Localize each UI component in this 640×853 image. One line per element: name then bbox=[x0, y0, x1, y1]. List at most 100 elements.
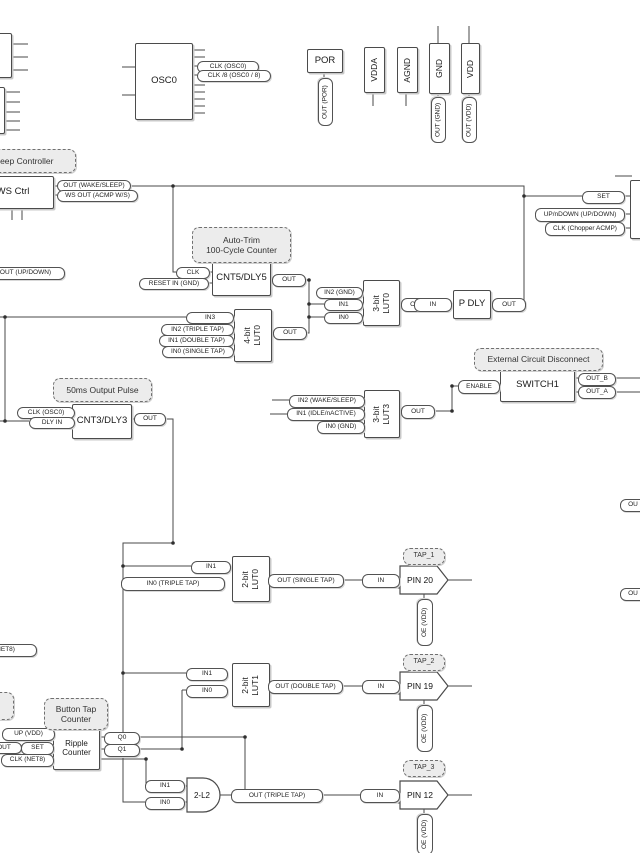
sleep-controller-note[interactable]: Sleep Controller bbox=[0, 149, 76, 173]
cnt3-dly3-block[interactable]: CNT3/DLY3 bbox=[72, 404, 132, 439]
switch1-block[interactable]: SWITCH1 bbox=[500, 369, 575, 402]
tag-ripple-q1[interactable]: Q1 bbox=[104, 744, 140, 757]
tag-out-gnd[interactable]: OUT (GND) bbox=[431, 97, 446, 143]
tap1-note[interactable]: TAP_1 bbox=[403, 548, 445, 565]
tag-lut3-out[interactable]: OUT bbox=[401, 405, 435, 419]
pin-12[interactable] bbox=[399, 780, 449, 810]
tag-pdly-in[interactable]: IN bbox=[414, 298, 452, 312]
junction-dot bbox=[450, 409, 454, 413]
wire bbox=[129, 185, 525, 304]
tag-lut0-2bit-out[interactable]: OUT (SINGLE TAP) bbox=[268, 574, 344, 588]
tag-ripple-out-cut[interactable]: OUT bbox=[0, 742, 22, 754]
tag-cnt3-out[interactable]: OUT bbox=[134, 413, 166, 426]
junction-dot bbox=[171, 184, 175, 188]
lut3-3bit-block[interactable]: 3-bit LUT3 bbox=[364, 390, 400, 438]
tag-clk-div8[interactable]: CLK /8 (OSC0 / 8) bbox=[197, 70, 271, 82]
tag-lut0-4bit-out[interactable]: OUT bbox=[273, 327, 307, 340]
junction-dot bbox=[121, 564, 125, 568]
junction-dot bbox=[450, 384, 454, 388]
tag-switch1-enable[interactable]: ENABLE bbox=[458, 380, 500, 394]
tag-up-ndown[interactable]: UP/nDOWN (UP/DOWN) bbox=[535, 208, 625, 222]
cnt5-dly5-block[interactable]: CNT5/DLY5 bbox=[212, 261, 271, 296]
partial-block-right[interactable] bbox=[630, 180, 640, 239]
tag-ws-out-acmp[interactable]: WS OUT (ACMP W/S) bbox=[57, 190, 138, 202]
tap3-note[interactable]: TAP_3 bbox=[403, 760, 445, 777]
partial-block-top-left-2[interactable] bbox=[0, 87, 5, 134]
tag-right-partial-2[interactable]: OU bbox=[620, 588, 640, 601]
tag-out-vdd[interactable]: OUT (VDD) bbox=[462, 97, 477, 143]
auto-trim-note[interactable]: Auto-Trim 100-Cycle Counter bbox=[192, 227, 291, 263]
tag-net8-cut[interactable]: (NET8) bbox=[0, 644, 37, 657]
tag-out-updown[interactable]: OUT (UP/DOWN) bbox=[0, 267, 65, 280]
tag-lut0-2bit-in0[interactable]: IN0 (TRIPLE TAP) bbox=[121, 577, 225, 591]
pin-20-label: PIN 20 bbox=[407, 575, 433, 585]
lut0-4bit-block[interactable]: 4-bit LUT0 bbox=[234, 309, 272, 362]
ripple-counter-block[interactable]: Ripple Counter bbox=[53, 727, 100, 770]
tag-lut1-2bit-in0[interactable]: IN0 bbox=[186, 685, 228, 698]
tag-lut1-2bit-out[interactable]: OUT (DOUBLE TAP) bbox=[268, 680, 343, 694]
tag-clk-chopper[interactable]: CLK (Chopper ACMP) bbox=[545, 222, 625, 236]
tag-lut0-4bit-in3[interactable]: IN3 bbox=[186, 312, 234, 324]
tag-lut2-in1[interactable]: IN1 bbox=[145, 780, 185, 793]
tag-cnt5-reset[interactable]: RESET IN (GND) bbox=[139, 278, 209, 290]
p-dly-block[interactable]: P DLY bbox=[453, 290, 491, 319]
tag-ripple-up[interactable]: UP (VDD) bbox=[2, 728, 55, 741]
external-circuit-disconnect-note[interactable]: External Circuit Disconnect bbox=[474, 348, 603, 371]
tag-pin12-oe[interactable]: OE (VDD) bbox=[417, 814, 433, 853]
lut2-and-gate[interactable] bbox=[186, 777, 221, 813]
gnd-block[interactable]: GND bbox=[429, 43, 450, 94]
junction-dot bbox=[307, 302, 311, 306]
tag-pin19-in[interactable]: IN bbox=[362, 680, 400, 694]
tag-lut0-2bit-in1[interactable]: IN1 bbox=[191, 561, 231, 574]
junction-dot bbox=[243, 735, 247, 739]
tag-lut0-3bit-in0[interactable]: IN0 bbox=[324, 312, 363, 324]
tag-lut1-2bit-in1[interactable]: IN1 bbox=[186, 668, 228, 681]
tag-lut0-4bit-in0[interactable]: IN0 (SINGLE TAP) bbox=[162, 346, 234, 358]
junction-dot bbox=[307, 315, 311, 319]
tag-lut3-in2[interactable]: IN2 (WAKE/SLEEP) bbox=[289, 395, 365, 408]
tag-pin20-in[interactable]: IN bbox=[362, 574, 400, 588]
tag-switch1-outb[interactable]: OUT_B bbox=[578, 373, 616, 386]
button-tap-counter-note[interactable]: Button Tap Counter bbox=[44, 698, 108, 730]
tag-lut0-3bit-in1[interactable]: IN1 bbox=[324, 299, 363, 311]
ws-ctrl-block[interactable]: WS Ctrl bbox=[0, 176, 54, 209]
vdda-block[interactable]: VDDA bbox=[364, 47, 385, 93]
tag-pin19-oe[interactable]: OE (VDD) bbox=[417, 705, 433, 752]
junction-dot bbox=[522, 194, 526, 198]
tag-cnt5-out[interactable]: OUT bbox=[272, 274, 306, 287]
pin-12-label: PIN 12 bbox=[407, 790, 433, 800]
tag-pdly-out[interactable]: OUT bbox=[492, 298, 526, 312]
vdd-block[interactable]: VDD bbox=[461, 43, 480, 94]
lut1-2bit-block[interactable]: 2-bit LUT1 bbox=[232, 663, 270, 707]
tag-lut0-3bit-in2[interactable]: IN2 (GND) bbox=[316, 287, 363, 299]
partial-note-left[interactable] bbox=[0, 692, 14, 720]
50ms-output-pulse-note[interactable]: 50ms Output Pulse bbox=[53, 378, 152, 402]
pin-20[interactable] bbox=[399, 565, 449, 595]
tag-right-partial-1[interactable]: OU bbox=[620, 499, 640, 512]
lut0-2bit-block[interactable]: 2-bit LUT0 bbox=[232, 556, 270, 602]
tag-out-por[interactable]: OUT (POR) bbox=[318, 78, 333, 126]
wire bbox=[304, 279, 310, 334]
tap2-note[interactable]: TAP_2 bbox=[403, 654, 445, 671]
junction-dot bbox=[3, 419, 7, 423]
wire bbox=[172, 186, 176, 273]
tag-pin12-in[interactable]: IN bbox=[360, 789, 400, 803]
tag-set-right[interactable]: SET bbox=[582, 191, 625, 204]
tag-switch1-outa[interactable]: OUT_A bbox=[578, 386, 616, 399]
partial-block-top-left-1[interactable] bbox=[0, 33, 12, 78]
tag-lut2-out[interactable]: OUT (TRIPLE TAP) bbox=[231, 789, 323, 803]
tag-lut3-in1[interactable]: IN1 (IDLE/nACTIVE) bbox=[287, 408, 365, 421]
agnd-block[interactable]: AGND bbox=[397, 47, 418, 93]
pin-19[interactable] bbox=[399, 671, 449, 701]
tag-lut3-in0[interactable]: IN0 (GND) bbox=[317, 421, 365, 434]
tag-pin20-oe[interactable]: OE (VDD) bbox=[417, 599, 433, 646]
osc0-block[interactable]: OSC0 bbox=[135, 43, 193, 120]
tag-ripple-clk[interactable]: CLK (NET8) bbox=[1, 754, 54, 767]
tag-cnt3-dlyin[interactable]: DLY IN bbox=[29, 417, 75, 429]
tag-lut2-in0[interactable]: IN0 bbox=[145, 797, 185, 810]
por-block[interactable]: POR bbox=[307, 49, 343, 73]
junction-dot bbox=[3, 315, 7, 319]
lut0-3bit-block[interactable]: 3-bit LUT0 bbox=[363, 280, 400, 326]
